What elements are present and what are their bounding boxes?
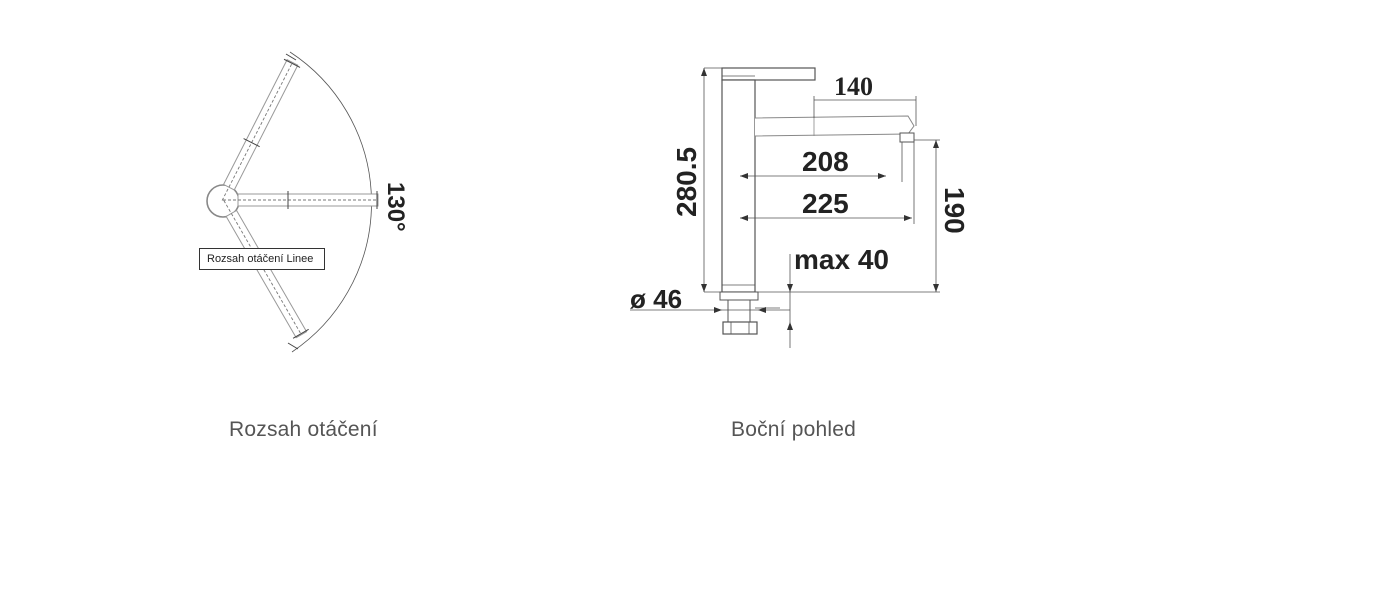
side-view-caption: Boční pohled <box>731 418 856 441</box>
angle-label: 130° <box>382 182 409 232</box>
rotation-range-drawing: 130° <box>150 40 440 370</box>
arc-tick-bottom <box>287 342 299 350</box>
spout-horizontal <box>223 191 379 209</box>
rotation-tooltip: Rozsah otáčení Linee <box>199 248 325 270</box>
dim-diameter: ø 46 <box>630 284 682 314</box>
dim-spout-reach: 140 <box>834 72 873 101</box>
rotation-caption: Rozsah otáčení <box>229 418 378 441</box>
dim-spout-height: 190 <box>939 187 970 234</box>
dim-max-thickness: max 40 <box>794 244 889 275</box>
faucet-body <box>719 67 915 335</box>
dim-total-height: 280.5 <box>671 147 702 217</box>
arc-tick-top <box>285 53 297 61</box>
side-view-svg: 140 208 225 280.5 190 max 40 ø 46 <box>630 67 970 348</box>
spout-upper <box>221 58 301 201</box>
dim-reach-b: 225 <box>802 188 849 219</box>
dim-reach-a: 208 <box>802 146 849 177</box>
rotation-range-svg: 130° <box>206 51 409 353</box>
side-view-drawing: 140 208 225 280.5 190 max 40 ø 46 <box>610 60 1000 360</box>
